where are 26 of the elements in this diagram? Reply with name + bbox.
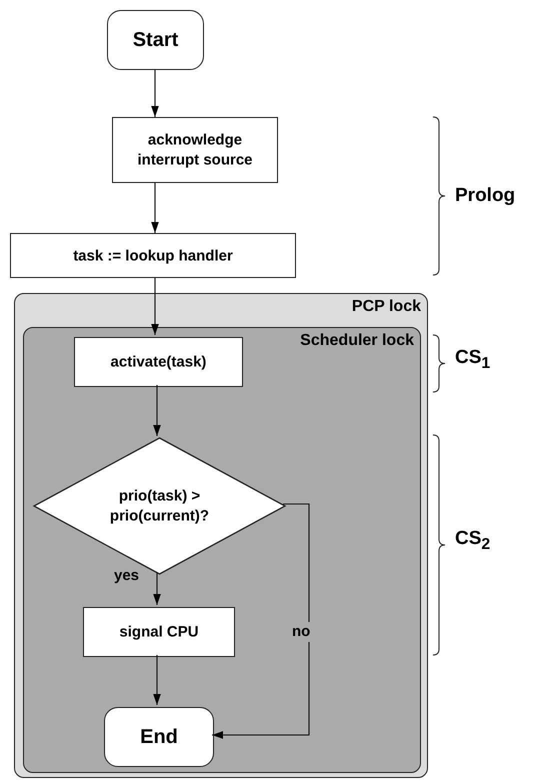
node-label: task := lookup handler (72, 246, 234, 266)
node-label: acknowledge interrupt source (136, 130, 254, 170)
arrow (151, 278, 159, 335)
arrow (153, 655, 161, 705)
node-label: signal CPU (118, 622, 200, 642)
process-box (10, 233, 296, 278)
region-title: Scheduler lock (300, 331, 414, 351)
process-box (112, 117, 278, 183)
terminal-box (104, 707, 214, 767)
node-label: End (139, 725, 179, 750)
arrow (153, 385, 161, 436)
edge-label: no (290, 622, 312, 642)
process-box (83, 607, 235, 657)
section-label: CS$_{1}$ (455, 346, 490, 374)
region-title: PCP lock (352, 297, 421, 317)
section-label: Prolog (455, 184, 516, 208)
arrow (212, 503, 310, 739)
terminal-box (107, 10, 204, 70)
arrow (151, 183, 159, 233)
node-label: Start (132, 28, 180, 53)
process-box (74, 337, 243, 387)
arrow (153, 572, 161, 605)
node-label: activate(task) (110, 352, 208, 372)
section-label: CS$_{2}$ (455, 527, 490, 555)
arrow (151, 70, 159, 117)
node-label: prio(task) > prio(current)? (108, 486, 210, 526)
